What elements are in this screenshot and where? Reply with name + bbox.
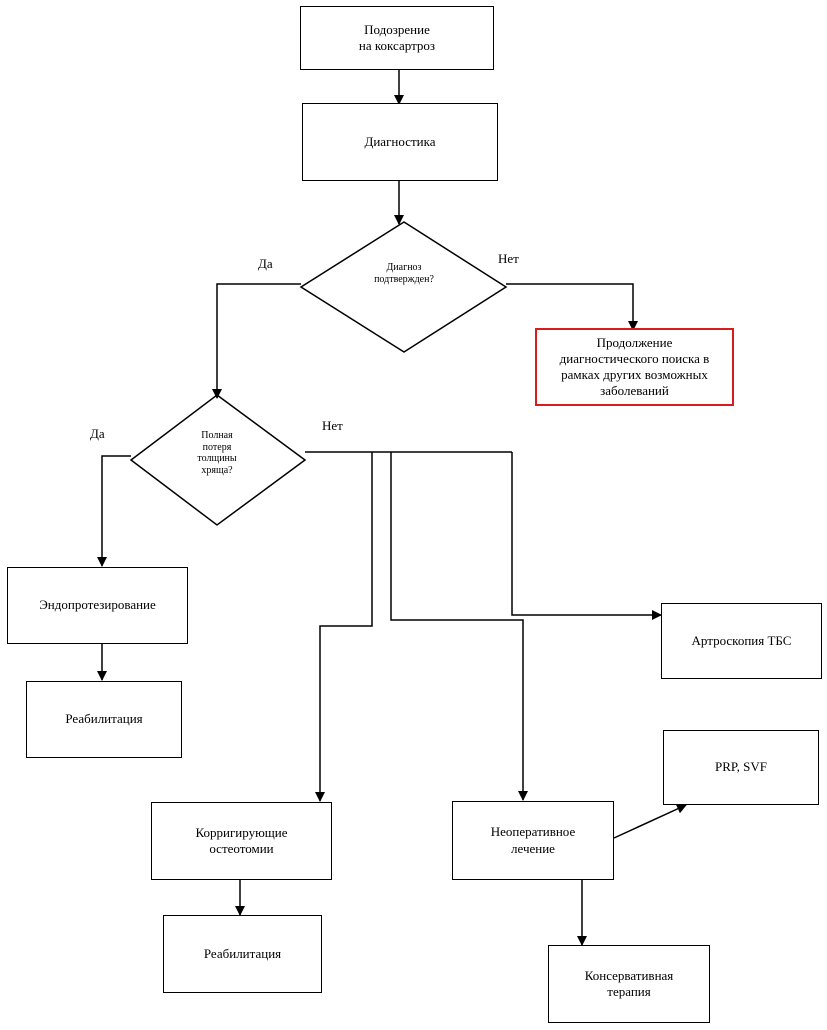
node-endoprosthesis: Эндопротезирование xyxy=(7,567,188,644)
decision-diamond-diagnosis xyxy=(299,221,508,353)
edge-decision-no-continue xyxy=(506,283,638,331)
node-conservative: Консервативная терапия xyxy=(548,945,710,1023)
edge-trunk-nonoperative xyxy=(390,452,528,801)
edge-trunk-osteotomy xyxy=(315,452,373,802)
edge-label-yes-2: Да xyxy=(90,426,105,441)
edge-label-no-1: Нет xyxy=(498,251,519,266)
node-suspicion: Подозрение на коксартроз xyxy=(300,6,494,70)
node-corrective-osteotomy-label: Корригирующие остеотомии xyxy=(195,824,288,856)
node-arthroscopy: Артроскопия ТБС xyxy=(661,603,822,679)
node-diagnostics-label: Диагностика xyxy=(364,133,436,149)
node-rehab-2-label: Реабилитация xyxy=(203,945,282,961)
node-prp-svf: PRP, SVF xyxy=(663,730,819,805)
node-arthroscopy-label: Артроскопия ТБС xyxy=(691,632,792,648)
decision-cartilage-label: Полная потеря толщины хряща? xyxy=(197,430,237,476)
node-rehab-1: Реабилитация xyxy=(26,681,182,758)
edge-label-no-2: Нет xyxy=(322,418,343,433)
node-conservative-label: Консервативная терапия xyxy=(584,967,674,999)
edge-trunk-arthroscopy xyxy=(511,452,662,620)
edge-nonoperative-prp xyxy=(613,804,687,839)
node-corrective-osteotomy: Корригирующие остеотомии xyxy=(151,802,332,880)
node-continue-search: Продолжение диагностического поиска в ра… xyxy=(535,328,734,406)
node-nonoperative-label: Неоперативное лечение xyxy=(490,824,576,856)
decision-diamond-cartilage xyxy=(129,394,307,526)
edge-decision-yes-cartilage xyxy=(212,283,301,399)
decision-diagnosis-label: Диагноз подтвержден? xyxy=(374,262,434,285)
edge-cartilage-yes-endoprosthesis xyxy=(97,455,131,567)
edge-label-yes-1: Да xyxy=(258,256,273,271)
node-rehab-1-label: Реабилитация xyxy=(65,711,143,727)
node-diagnostics: Диагностика xyxy=(302,103,498,181)
node-nonoperative: Неоперативное лечение xyxy=(452,801,614,880)
node-continue-search-label: Продолжение диагностического поиска в ра… xyxy=(559,334,710,399)
node-prp-svf-label: PRP, SVF xyxy=(714,759,768,775)
node-endoprosthesis-label: Эндопротезирование xyxy=(39,597,156,613)
node-rehab-2: Реабилитация xyxy=(163,915,322,993)
node-suspicion-label: Подозрение на коксартроз xyxy=(358,21,436,53)
